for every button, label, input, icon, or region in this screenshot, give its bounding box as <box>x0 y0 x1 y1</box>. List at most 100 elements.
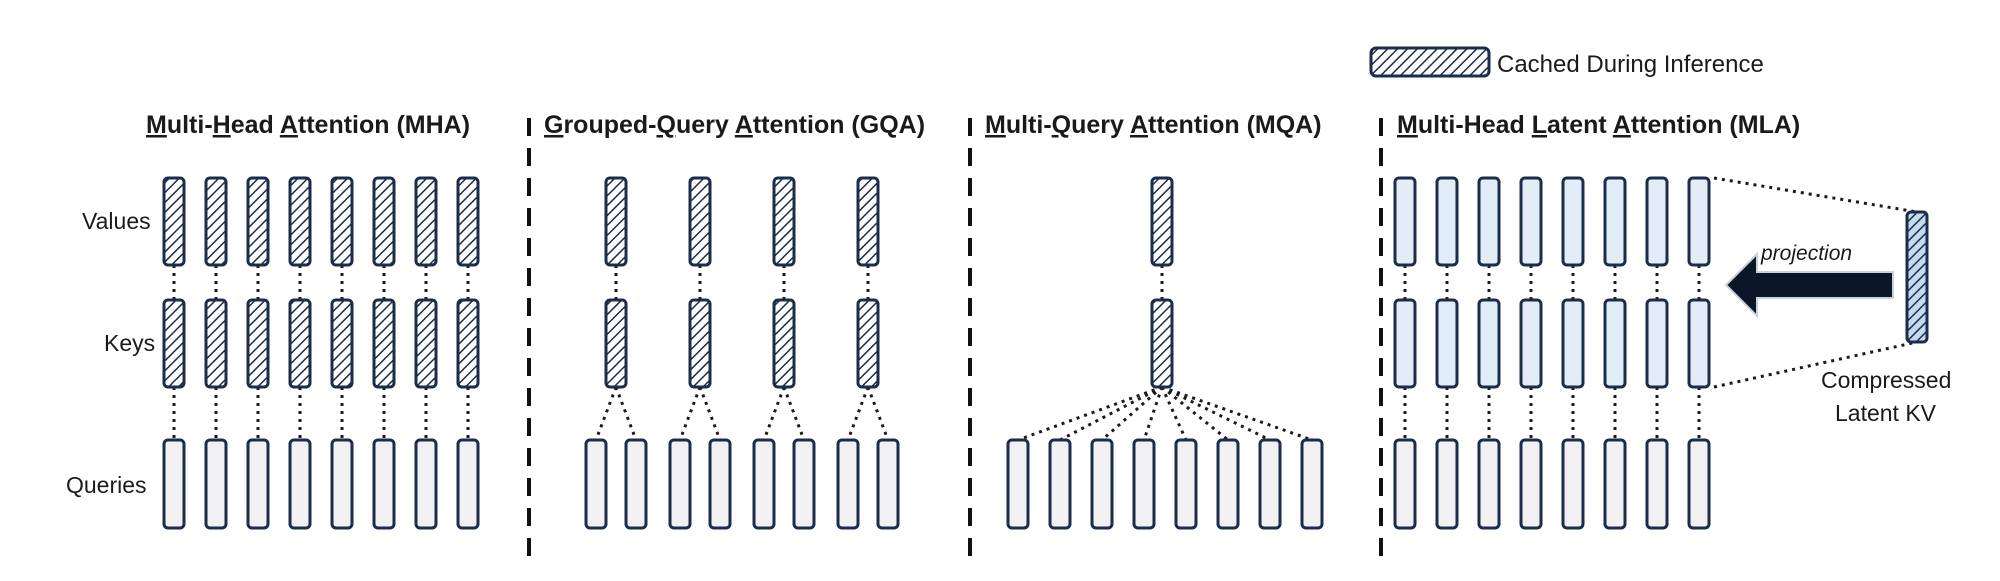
mla-value-head <box>1687 176 1711 267</box>
row-labels: Values Keys Queries <box>66 208 155 498</box>
gqa-key-head <box>688 298 712 389</box>
row-label-values: Values <box>82 208 151 234</box>
row-label-queries: Queries <box>66 472 147 498</box>
mqa-key-query-link <box>1059 385 1163 442</box>
panel-title-gqa: Grouped-Query Attention (GQA) <box>544 111 925 139</box>
mqa-key-query-link <box>1017 385 1163 442</box>
gqa-value-head <box>604 176 628 267</box>
compression-edge-bottom <box>1713 340 1918 389</box>
mqa-query-head <box>1258 438 1282 530</box>
gqa-query-head <box>584 438 608 530</box>
mqa-query-head <box>1174 438 1198 530</box>
gqa-query-head <box>792 438 816 530</box>
mha-query-head <box>372 438 396 530</box>
mha-value-head <box>456 176 480 267</box>
mha-value-head <box>162 176 186 267</box>
mha-key-head <box>288 298 312 389</box>
mha-query-head <box>204 438 228 530</box>
panel-title-mla: Multi-Head Latent Attention (MLA) <box>1397 111 1800 139</box>
mha-query-head <box>414 438 438 530</box>
mla-value-head <box>1603 176 1627 267</box>
gqa-key-head <box>772 298 796 389</box>
mha-query-head <box>288 438 312 530</box>
mha-key-head <box>162 298 186 389</box>
gqa-key-head <box>856 298 880 389</box>
mqa-query-head <box>1300 438 1324 530</box>
mla-query-head <box>1645 438 1669 530</box>
gqa-query-head <box>836 438 860 530</box>
mla-value-head <box>1645 176 1669 267</box>
legend-label: Cached During Inference <box>1497 51 1764 78</box>
gqa-value-head <box>688 176 712 267</box>
mqa-key-query-link <box>1161 385 1229 442</box>
panel-title-mha: Multi-Head Attention (MHA) <box>146 111 470 139</box>
gqa-key-query-link <box>698 386 722 441</box>
mha-key-head <box>372 298 396 389</box>
gqa-key-query-link <box>678 386 702 441</box>
mha-key-head <box>246 298 270 389</box>
mha-value-head <box>414 176 438 267</box>
mla-value-head <box>1393 176 1417 267</box>
mha-query-head <box>246 438 270 530</box>
gqa-key-query-link <box>846 386 870 441</box>
mla-value-head <box>1435 176 1459 267</box>
mla-key-head <box>1645 298 1669 389</box>
mla-key-head <box>1519 298 1543 389</box>
mla-key-head <box>1435 298 1459 389</box>
gqa-query-head <box>708 438 732 530</box>
mqa-query-head <box>1006 438 1030 530</box>
mha-value-head <box>246 176 270 267</box>
row-label-keys: Keys <box>104 330 155 356</box>
mqa-key-query-link <box>1142 386 1164 441</box>
mla-value-head <box>1477 176 1501 267</box>
mla-value-head <box>1561 176 1585 267</box>
compressed-label-line1: Compressed <box>1821 367 1951 393</box>
gqa-query-head <box>624 438 648 530</box>
mla-compression: projection Compressed Latent KV <box>1713 176 1951 426</box>
mqa-key-query-link <box>1101 385 1163 442</box>
mqa-key-query-link <box>1161 385 1313 442</box>
mla-key-head <box>1561 298 1585 389</box>
mqa-query-head <box>1216 438 1240 530</box>
mqa-key-query-link <box>1161 385 1271 442</box>
gqa-key-head <box>604 298 628 389</box>
head-bars <box>162 176 1711 530</box>
mla-key-head <box>1393 298 1417 389</box>
projection-label: projection <box>1760 242 1852 265</box>
compressed-latent-kv-bar <box>1905 210 1929 344</box>
gqa-key-query-link <box>782 386 806 441</box>
mqa-query-head <box>1132 438 1156 530</box>
gqa-query-head <box>752 438 776 530</box>
mha-value-head <box>288 176 312 267</box>
mha-value-head <box>204 176 228 267</box>
mha-value-head <box>372 176 396 267</box>
mqa-query-head <box>1048 438 1072 530</box>
projection-arrow <box>1724 251 1894 319</box>
mha-key-head <box>330 298 354 389</box>
mla-key-head <box>1687 298 1711 389</box>
gqa-value-head <box>772 176 796 267</box>
gqa-key-query-link <box>614 386 638 441</box>
mqa-key-head <box>1150 298 1174 389</box>
mha-query-head <box>456 438 480 530</box>
legend-cached-swatch <box>1369 46 1491 78</box>
mha-key-head <box>204 298 228 389</box>
gqa-query-head <box>876 438 900 530</box>
mha-key-head <box>456 298 480 389</box>
mla-key-head <box>1603 298 1627 389</box>
mqa-value-head <box>1150 176 1174 267</box>
mla-key-head <box>1477 298 1501 389</box>
mla-query-head <box>1687 438 1711 530</box>
compression-edge-top <box>1713 176 1918 214</box>
mla-query-head <box>1519 438 1543 530</box>
mha-query-head <box>162 438 186 530</box>
mha-key-head <box>414 298 438 389</box>
mla-value-head <box>1519 176 1543 267</box>
mla-query-head <box>1603 438 1627 530</box>
mha-query-head <box>330 438 354 530</box>
mla-query-head <box>1435 438 1459 530</box>
mqa-query-head <box>1090 438 1114 530</box>
gqa-key-query-link <box>866 386 890 441</box>
